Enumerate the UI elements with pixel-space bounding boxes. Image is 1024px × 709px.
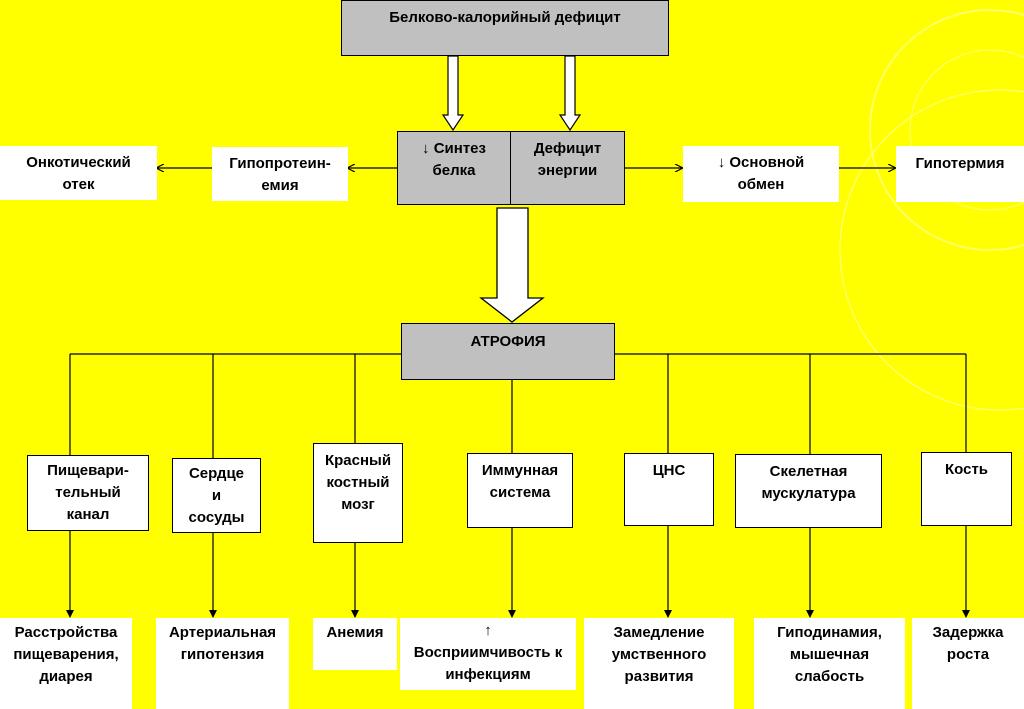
organ-cns: ЦНС (624, 453, 714, 526)
effect-anemia: Анемия (313, 618, 397, 670)
basal-metabolism-box: ↓ Основной обмен (683, 146, 839, 202)
hypothermia-box: Гипотермия (896, 146, 1024, 202)
atrophy-box: АТРОФИЯ (401, 323, 615, 380)
oncotic-edema-box: Онкотический отек (0, 146, 157, 200)
effect-mental: Замедление умственного развития (584, 618, 734, 709)
organ-heart: Сердце и сосуды (172, 458, 261, 533)
organ-digestive: Пищевари- тельный канал (27, 455, 149, 531)
organ-bone: Кость (921, 452, 1012, 526)
energy-box: Дефицит энергии (510, 131, 625, 205)
effect-hypotension: Артериальная гипотензия (156, 618, 289, 709)
hollow-arrow-left (441, 55, 465, 132)
organ-immune: Иммунная система (467, 453, 573, 528)
hypoproteinemia-box: Гипопротеин- емия (212, 147, 348, 201)
top-box: Белково-калорийный дефицит (341, 0, 669, 56)
synthesis-box: ↓ Синтез белка (397, 131, 511, 205)
organ-muscle: Скелетная мускулатура (735, 454, 882, 528)
effect-infection: ↑ Восприимчивость к инфекциям (400, 618, 576, 690)
effect-hypodynamia: Гиподинамия, мышечная слабость (754, 618, 905, 709)
effect-digestion: Расстройства пищеварения, диарея (0, 618, 132, 709)
big-hollow-arrow (479, 207, 545, 323)
hollow-arrow-right (558, 55, 582, 132)
effect-growth: Задержка роста (912, 618, 1024, 709)
organ-bone-marrow: Красный костный мозг (313, 443, 403, 543)
